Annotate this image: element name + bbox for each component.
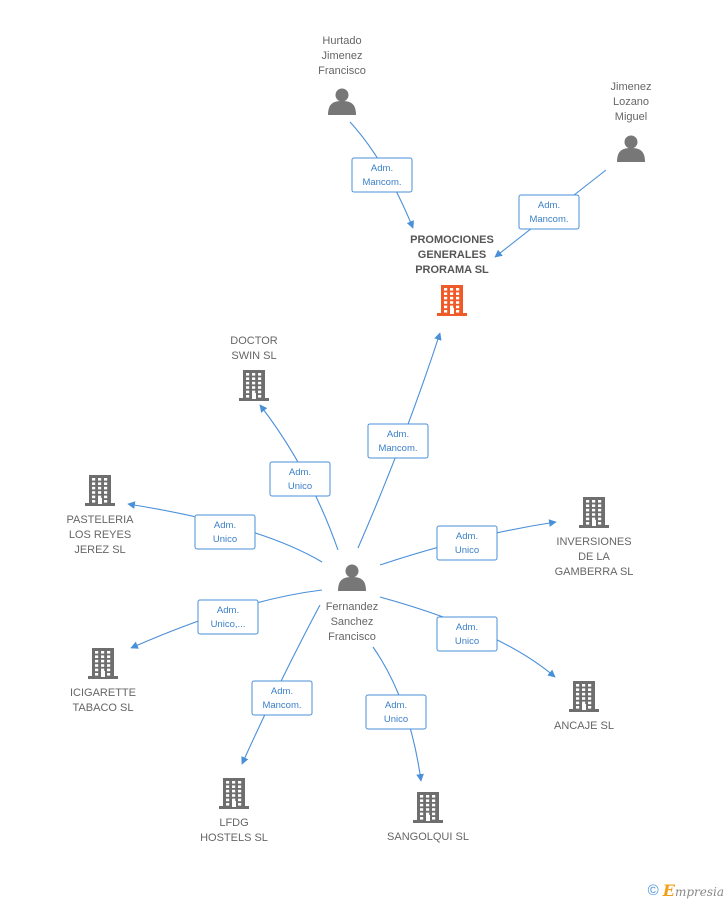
edge-label-text: Unico	[455, 545, 479, 556]
edge-label[interactable]: Adm. Unico	[194, 514, 256, 550]
node-label: TABACO SL	[73, 702, 134, 714]
node-label: Jimenez	[611, 81, 652, 93]
node-label: LFDG	[219, 817, 248, 829]
node-label: Francisco	[318, 65, 366, 77]
node-lfdg[interactable]: LFDG HOSTELS SL	[200, 778, 268, 844]
building-icon	[88, 648, 118, 679]
node-icigarette[interactable]: ICIGARETTE TABACO SL	[70, 648, 136, 714]
node-label: PASTELERIA	[66, 514, 134, 526]
edge-label-text: Unico	[288, 481, 312, 492]
node-sangolqui[interactable]: SANGOLQUI SL	[387, 792, 469, 843]
person-icon	[617, 135, 645, 162]
edge-label[interactable]: Adm. Unico	[365, 694, 427, 730]
edge-label-box	[351, 157, 413, 193]
edge-label-text: Adm.	[371, 163, 393, 174]
node-label: PRORAMA SL	[415, 264, 489, 276]
edge-label-box	[436, 525, 498, 561]
node-label: Fernandez	[326, 601, 379, 613]
edge-label-text: Unico	[455, 636, 479, 647]
person-icon	[328, 88, 356, 115]
building-icon	[437, 285, 467, 316]
edge-label-text: Unico,...	[211, 619, 246, 630]
node-label: Lozano	[613, 96, 649, 108]
nodes-layer: HurtadoJimenezFranciscoJimenezLozanoMigu…	[66, 35, 651, 844]
edge-label-text: Mancom.	[262, 700, 301, 711]
node-doctor[interactable]: DOCTOR SWIN SL	[230, 335, 278, 401]
edge-label-text: Mancom.	[529, 214, 568, 225]
edge-label-text: Adm.	[456, 531, 478, 542]
node-label: LOS REYES	[69, 529, 131, 541]
edge-label[interactable]: Adm. Mancom.	[251, 680, 313, 716]
node-label: HOSTELS SL	[200, 832, 268, 844]
edge-labels-layer: Adm. Mancom. Adm. Mancom. Adm. Mancom. Adm. Uni…	[194, 157, 580, 730]
edge-label[interactable]: Adm. Unico	[436, 616, 498, 652]
brand-footer: © Empresia	[648, 879, 724, 901]
edge-label[interactable]: Adm. Unico	[436, 525, 498, 561]
node-label: ANCAJE SL	[554, 720, 614, 732]
edge-label-text: Adm.	[214, 520, 236, 531]
edge-label-box	[436, 616, 498, 652]
node-label: GAMBERRA SL	[555, 566, 634, 578]
node-label: SANGOLQUI SL	[387, 831, 469, 843]
edge-label[interactable]: Adm. Unico,...	[197, 599, 259, 635]
building-icon	[239, 370, 269, 401]
building-icon	[413, 792, 443, 823]
building-icon	[85, 475, 115, 506]
edge-label-text: Adm.	[387, 429, 409, 440]
node-label: INVERSIONES	[556, 536, 631, 548]
edge-label[interactable]: Adm. Mancom.	[518, 194, 580, 230]
edge-label[interactable]: Adm. Mancom.	[367, 423, 429, 459]
edge-label-text: Mancom.	[378, 443, 417, 454]
node-label: JEREZ SL	[74, 544, 125, 556]
copyright-icon: ©	[647, 881, 659, 899]
building-icon	[569, 681, 599, 712]
edge-label-box	[194, 514, 256, 550]
edge-label-text: Mancom.	[362, 177, 401, 188]
node-label: ICIGARETTE	[70, 687, 136, 699]
edge-label-text: Adm.	[289, 467, 311, 478]
node-ancaje[interactable]: ANCAJE SL	[554, 681, 614, 732]
building-icon	[579, 497, 609, 528]
node-label: PROMOCIONES	[410, 234, 494, 246]
node-label: SWIN SL	[231, 350, 276, 362]
edge-label-box	[365, 694, 427, 730]
node-label: GENERALES	[418, 249, 486, 261]
node-label: Hurtado	[322, 35, 361, 47]
building-icon	[219, 778, 249, 809]
node-label: Francisco	[328, 631, 376, 643]
node-label: Jimenez	[322, 50, 363, 62]
node-label: DOCTOR	[230, 335, 278, 347]
edge-label-box	[251, 680, 313, 716]
edge-label-text: Unico	[384, 714, 408, 725]
edge-label-text: Adm.	[538, 200, 560, 211]
edge-label-text: Unico	[213, 534, 237, 545]
node-label: Sanchez	[331, 616, 374, 628]
edge-label[interactable]: Adm. Mancom.	[351, 157, 413, 193]
edge-label-text: Adm.	[271, 686, 293, 697]
node-label: DE LA	[578, 551, 610, 563]
edge-label-box	[197, 599, 259, 635]
edge-label-text: Adm.	[385, 700, 407, 711]
brand-logo[interactable]: Empresia	[662, 880, 724, 900]
node-promociones[interactable]: PROMOCIONES GENERALES PRORAMA SL	[410, 234, 494, 316]
edge-label-box	[269, 461, 331, 497]
node-pasteleria[interactable]: PASTELERIA LOS REYES JEREZ SL	[66, 475, 134, 556]
edge-label-box	[518, 194, 580, 230]
node-inversiones[interactable]: INVERSIONES DE LA GAMBERRA SL	[555, 497, 634, 578]
edge-label[interactable]: Adm. Unico	[269, 461, 331, 497]
node-label: Miguel	[615, 111, 647, 123]
person-icon	[338, 564, 366, 591]
edge-label-text: Adm.	[217, 605, 239, 616]
edge-label-text: Adm.	[456, 622, 478, 633]
edge-label-box	[367, 423, 429, 459]
